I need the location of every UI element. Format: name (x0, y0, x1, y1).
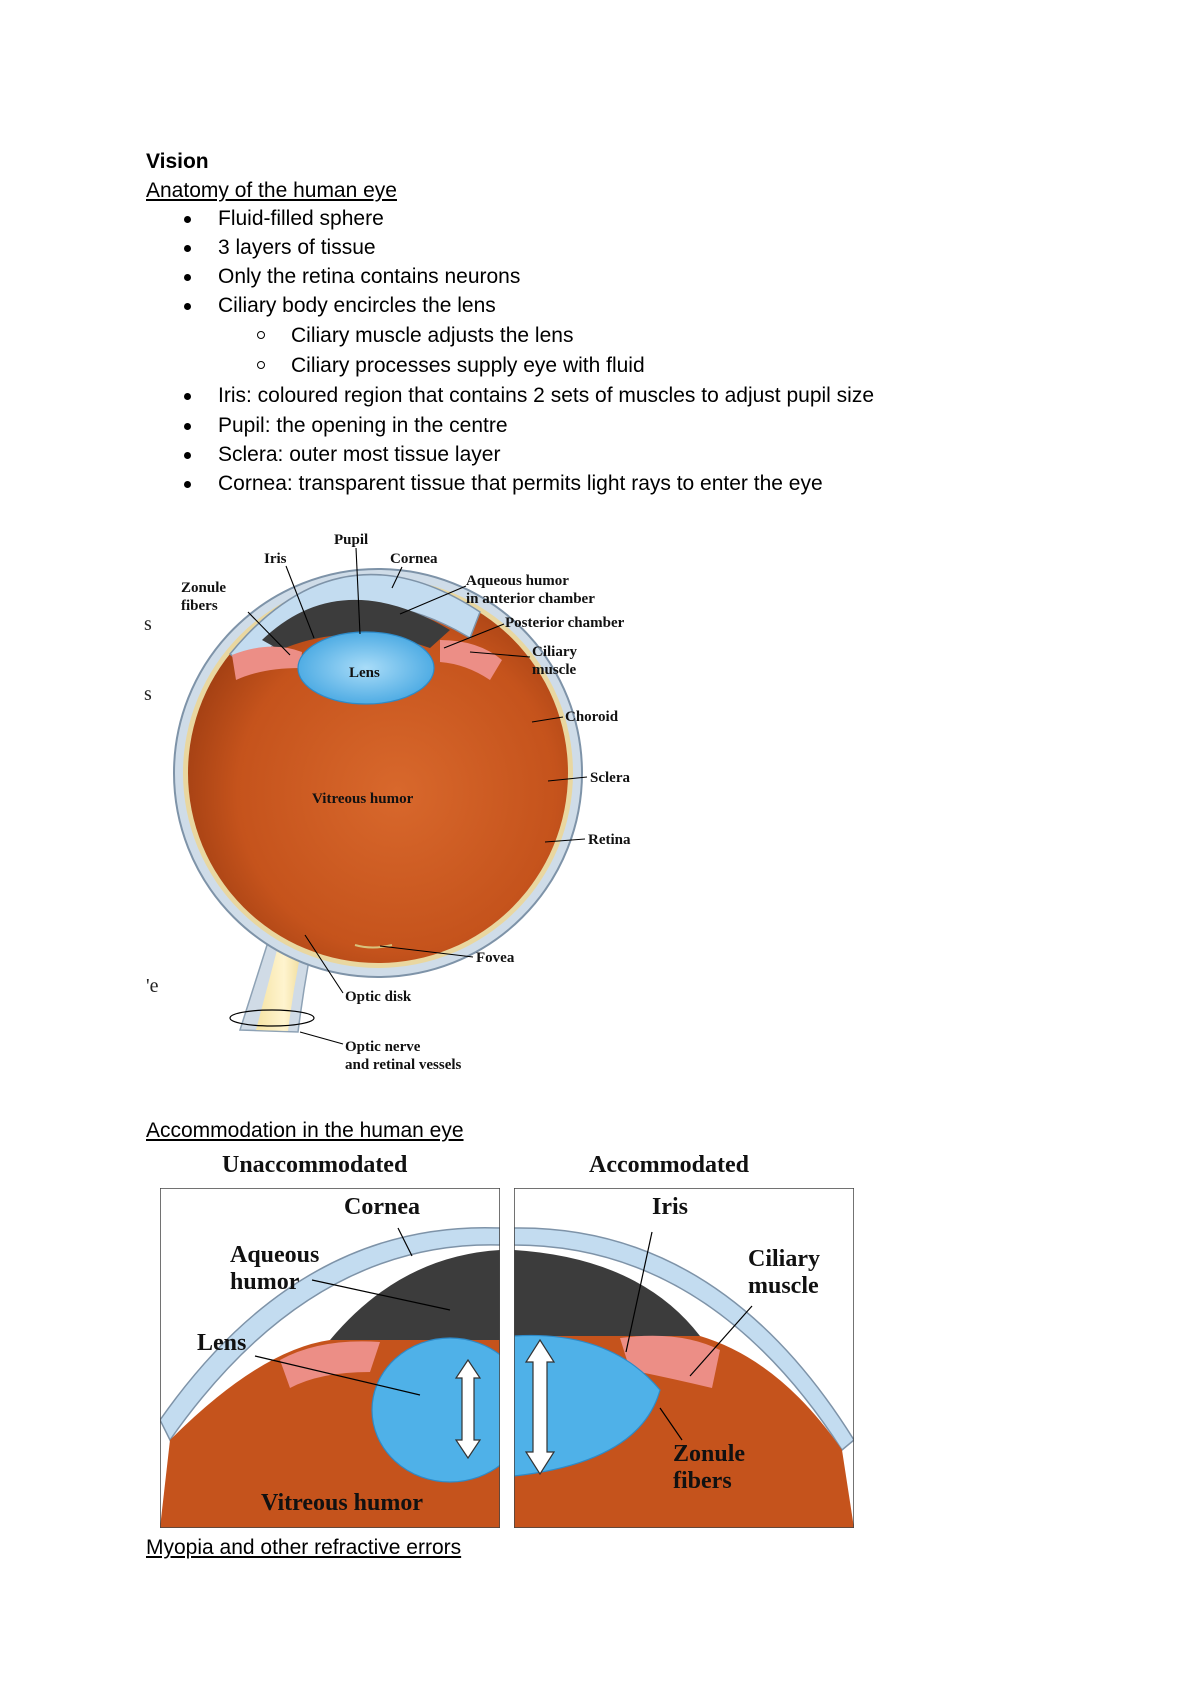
cut-fragment: s (144, 613, 152, 635)
label-cornea: Cornea (344, 1194, 420, 1220)
label-pupil: Pupil (334, 532, 368, 548)
label-aqueous: Aqueous (230, 1242, 319, 1268)
panel-title-accommodated: Accommodated (589, 1152, 750, 1178)
label-choroid: Choroid (565, 709, 619, 725)
label-muscle: muscle (532, 662, 577, 678)
section-heading-accommodation: Accommodation in the human eye (146, 1119, 464, 1142)
section-heading-anatomy: Anatomy of the human eye (146, 179, 397, 202)
label-muscle: muscle (748, 1273, 819, 1299)
bullet-icon (184, 303, 191, 310)
label-retinal-vessels: and retinal vessels (345, 1057, 462, 1073)
optic-nerve-cut-ring (229, 1009, 315, 1027)
fovea-mark (354, 944, 393, 949)
page-title: Vision (146, 150, 209, 173)
label-fovea: Fovea (476, 950, 515, 966)
ciliary-body-left (232, 646, 302, 680)
label-sclera: Sclera (590, 770, 630, 786)
bullet-icon (184, 481, 191, 488)
label-iris: Iris (652, 1194, 688, 1220)
label-iris: Iris (264, 551, 287, 567)
label-fibers: fibers (673, 1468, 732, 1494)
label-retina: Retina (588, 832, 631, 848)
vitreous-body (188, 583, 568, 963)
bullet-icon (184, 452, 191, 459)
cut-fragment: 'e (146, 975, 159, 997)
bullet-icon (184, 274, 191, 281)
bullet-icon (184, 245, 191, 252)
lens-shape (297, 631, 435, 705)
label-fibers: fibers (181, 598, 218, 614)
label-vitreous-humor: Vitreous humor (261, 1490, 423, 1516)
label-ciliary: Ciliary (748, 1246, 820, 1272)
unaccommodated-panel (160, 1188, 500, 1528)
label-ciliary: Ciliary (532, 644, 577, 660)
bullet-icon (184, 393, 191, 400)
label-optic-nerve: Optic nerve (345, 1039, 421, 1055)
section-heading-myopia: Myopia and other refractive errors (146, 1536, 462, 1559)
label-vitreous-humor: Vitreous humor (312, 791, 414, 807)
label-zonule: Zonule (673, 1441, 745, 1467)
bullet-icon (184, 423, 191, 430)
label-lens: Lens (349, 665, 380, 681)
ciliary-body-right (440, 640, 502, 680)
bullet-icon (184, 216, 191, 223)
lens-thickness-arrows (454, 1338, 556, 1476)
cut-fragment: s (144, 683, 152, 705)
hollow-bullet-icon (257, 361, 265, 369)
accommodated-panel (514, 1188, 854, 1528)
label-optic-disk: Optic disk (345, 989, 412, 1005)
label-humor: humor (230, 1269, 300, 1295)
hollow-bullet-icon (257, 331, 265, 339)
label-zonule: Zonule (181, 580, 226, 596)
label-anterior-chamber: in anterior chamber (466, 591, 595, 607)
panel-title-unaccommodated: Unaccommodated (222, 1152, 408, 1178)
label-lens: Lens (197, 1330, 246, 1356)
label-cornea: Cornea (390, 551, 438, 567)
label-aqueous-humor: Aqueous humor (466, 573, 569, 589)
label-posterior-chamber: Posterior chamber (505, 615, 625, 631)
